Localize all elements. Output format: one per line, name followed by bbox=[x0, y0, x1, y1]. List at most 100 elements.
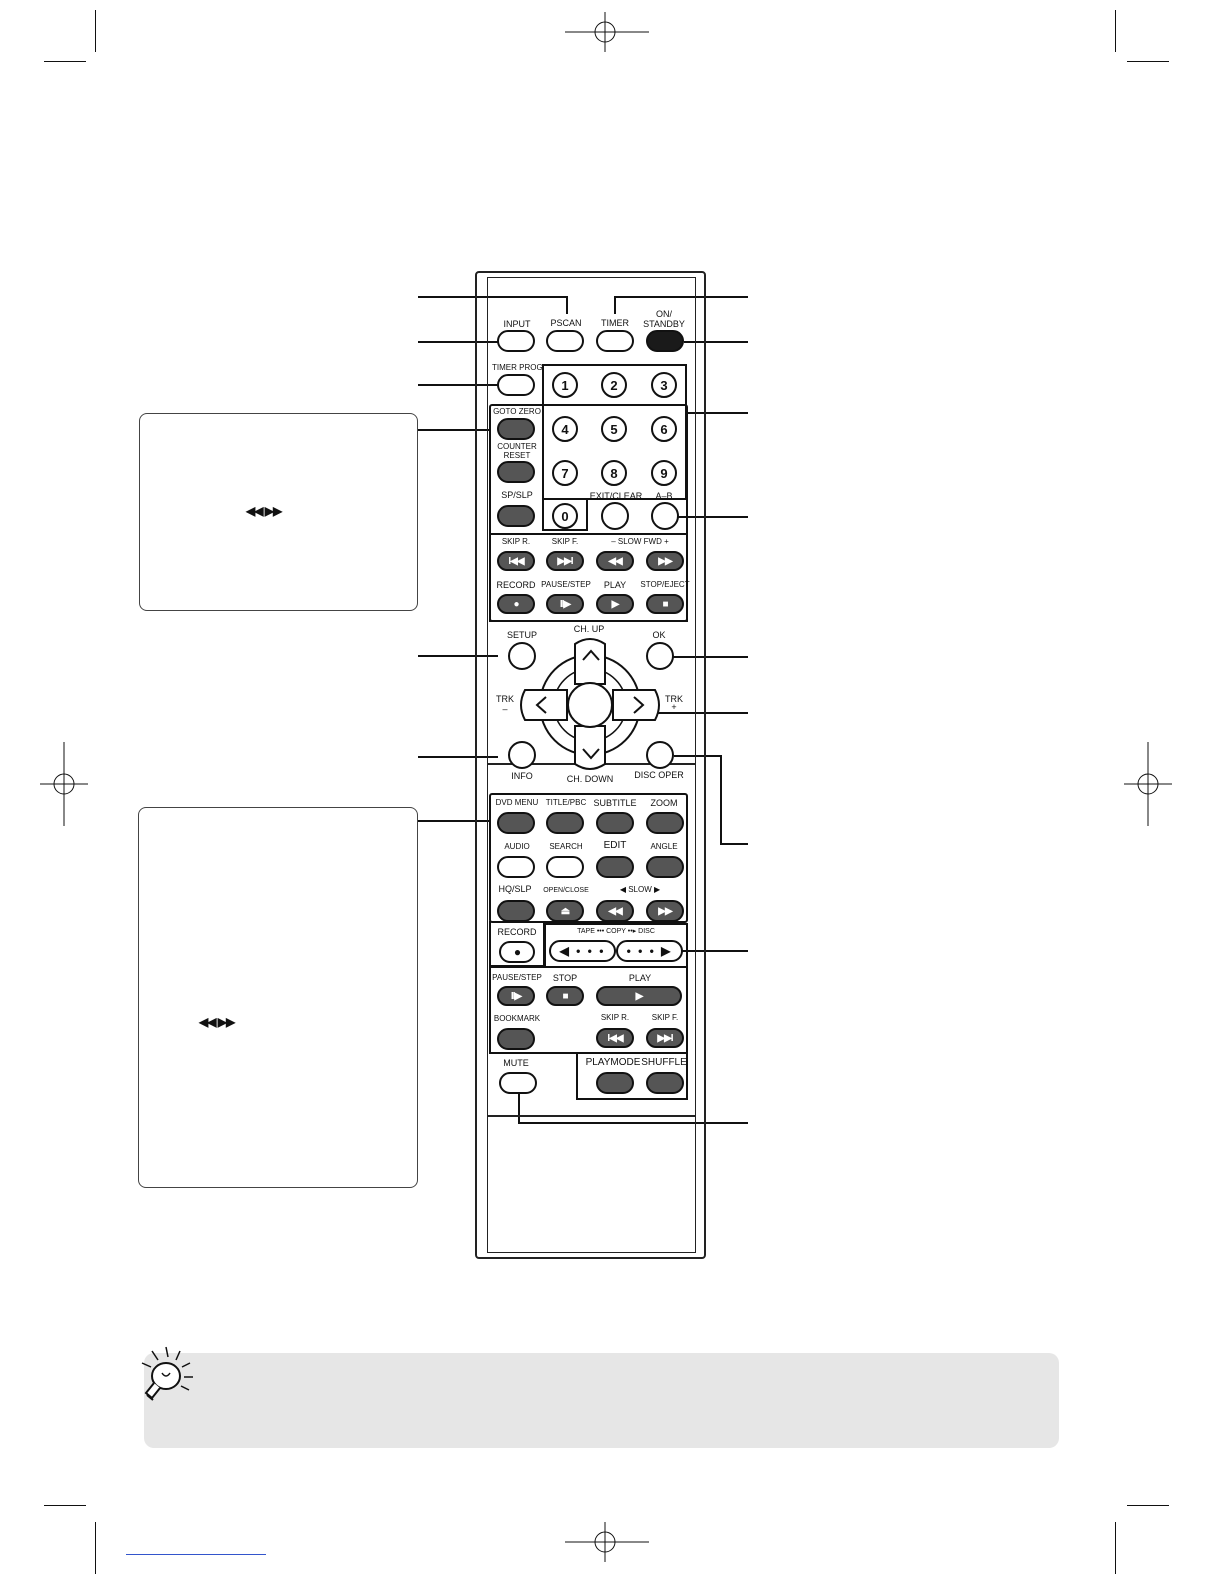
copy-tape-to-disc-right-button[interactable]: • • • ▶ bbox=[616, 940, 683, 962]
dvd-controls-frame bbox=[489, 793, 688, 923]
goto-zero-button[interactable] bbox=[497, 418, 535, 440]
rewind-icon[interactable]: ◀◀ bbox=[596, 900, 634, 922]
dvd-playmode-frame bbox=[576, 1052, 688, 1100]
eject-icon[interactable]: ⏏ bbox=[546, 900, 584, 922]
pscan-label: PSCAN bbox=[550, 318, 582, 328]
title-pbc-button[interactable] bbox=[546, 812, 584, 834]
fast-forward-icon[interactable]: ▶▶ bbox=[646, 551, 684, 571]
copy-label: TAPE ••• COPY ••▸ DISC bbox=[577, 928, 655, 935]
number-2-button[interactable]: 2 bbox=[601, 372, 627, 398]
dvd-menu-button[interactable] bbox=[497, 812, 535, 834]
exit-clear-button[interactable] bbox=[601, 502, 629, 530]
trk-minus-label-1: TRK bbox=[496, 694, 514, 704]
angle-button[interactable] bbox=[646, 856, 684, 878]
number-9-button[interactable]: 9 bbox=[651, 460, 677, 486]
chevron-up-icon[interactable] bbox=[581, 648, 601, 662]
trk-minus-label-2: – bbox=[502, 704, 508, 714]
shuffle-button[interactable] bbox=[646, 1072, 684, 1094]
zoom-label: ZOOM bbox=[650, 798, 678, 808]
pause-step-icon[interactable]: II▶ bbox=[497, 986, 535, 1006]
skip-f-label: SKIP F. bbox=[551, 537, 579, 546]
slow-fwd-label: – SLOW FWD + bbox=[611, 537, 669, 546]
zoom-button[interactable] bbox=[646, 812, 684, 834]
subtitle-button[interactable] bbox=[596, 812, 634, 834]
fast-forward-icon[interactable]: ▶▶ bbox=[646, 900, 684, 922]
number-zero-frame bbox=[542, 498, 588, 531]
hq-slp-button[interactable] bbox=[497, 900, 535, 922]
registration-mark-bottom bbox=[565, 1522, 649, 1562]
tip-note-box bbox=[144, 1353, 1059, 1448]
rewind-icon[interactable]: ◀◀ bbox=[596, 551, 634, 571]
stop-icon[interactable]: ■ bbox=[546, 986, 584, 1006]
skip-forward-icon[interactable]: ▶▶I bbox=[546, 551, 584, 571]
record-icon[interactable]: ● bbox=[497, 594, 535, 614]
input-label: INPUT bbox=[503, 319, 531, 329]
play-icon[interactable]: ▶ bbox=[596, 594, 634, 614]
record-icon[interactable]: ● bbox=[499, 941, 535, 963]
ok-label: OK bbox=[652, 630, 666, 640]
playmode-label: PLAYMODE bbox=[585, 1057, 641, 1068]
number-0-button[interactable]: 0 bbox=[552, 503, 578, 529]
number-8-button[interactable]: 8 bbox=[601, 460, 627, 486]
number-7-button[interactable]: 7 bbox=[552, 460, 578, 486]
ch-up-label: CH. UP bbox=[573, 624, 605, 634]
vcr-callout-box: ◀◀ ▶▶ bbox=[139, 413, 418, 611]
number-1-button[interactable]: 1 bbox=[552, 372, 578, 398]
stop-icon[interactable]: ■ bbox=[646, 594, 684, 614]
info-button[interactable] bbox=[508, 741, 536, 769]
number-5-button[interactable]: 5 bbox=[601, 416, 627, 442]
dvd-menu-label: DVD MENU bbox=[495, 798, 539, 807]
a-b-label: A–B bbox=[655, 491, 673, 501]
record-label: RECORD bbox=[496, 580, 536, 590]
copy-frame bbox=[544, 923, 688, 968]
registration-mark-right bbox=[1124, 742, 1172, 826]
counter-reset-label-2: RESET bbox=[503, 451, 531, 460]
timer-button[interactable] bbox=[596, 330, 634, 352]
stop-eject-label: STOP/EJECT bbox=[640, 580, 690, 589]
skip-back-icon[interactable]: I◀◀ bbox=[497, 551, 535, 571]
search-button[interactable] bbox=[546, 856, 584, 878]
play-label: PLAY bbox=[603, 580, 627, 590]
pscan-button[interactable] bbox=[546, 330, 584, 352]
hq-slp-label: HQ/SLP bbox=[498, 884, 532, 894]
dvd-callout-box: ◀◀ ▶▶ bbox=[138, 807, 418, 1188]
timer-prog-button[interactable] bbox=[497, 374, 535, 396]
play-icon[interactable]: ▶ bbox=[596, 986, 682, 1006]
slow-label: ◀ SLOW ▶ bbox=[619, 885, 661, 894]
playmode-button[interactable] bbox=[596, 1072, 634, 1094]
skip-forward-icon[interactable]: ▶▶I bbox=[646, 1028, 684, 1048]
goto-zero-label: GOTO ZERO bbox=[493, 407, 541, 416]
on-standby-button[interactable] bbox=[646, 330, 684, 352]
bookmark-button[interactable] bbox=[497, 1028, 535, 1050]
number-6-button[interactable]: 6 bbox=[651, 416, 677, 442]
lightbulb-tip-icon bbox=[141, 1346, 193, 1401]
chevron-right-icon[interactable] bbox=[632, 695, 646, 715]
setup-button[interactable] bbox=[508, 642, 536, 670]
disc-oper-button[interactable] bbox=[646, 741, 674, 769]
ok-button[interactable] bbox=[646, 642, 674, 670]
angle-label: ANGLE bbox=[650, 842, 678, 851]
dvd-play-label: PLAY bbox=[628, 973, 652, 983]
exit-clear-label: EXIT/CLEAR bbox=[589, 491, 643, 501]
pause-step-icon[interactable]: II▶ bbox=[546, 594, 584, 614]
input-button[interactable] bbox=[497, 330, 535, 352]
a-b-button[interactable] bbox=[651, 502, 679, 530]
mute-button[interactable] bbox=[499, 1072, 537, 1094]
sp-slp-button[interactable] bbox=[497, 505, 535, 527]
disc-oper-label: DISC OPER bbox=[634, 770, 684, 780]
chevron-left-icon[interactable] bbox=[534, 695, 548, 715]
skip-r-label: SKIP R. bbox=[501, 537, 531, 546]
edit-button[interactable] bbox=[596, 856, 634, 878]
counter-reset-button[interactable] bbox=[497, 461, 535, 483]
trk-plus-label-1: TRK bbox=[665, 694, 683, 704]
registration-mark-top bbox=[565, 12, 649, 52]
trk-plus-label-2: + bbox=[671, 702, 677, 712]
audio-button[interactable] bbox=[497, 856, 535, 878]
sp-slp-label: SP/SLP bbox=[501, 490, 533, 500]
number-4-button[interactable]: 4 bbox=[552, 416, 578, 442]
skip-back-icon[interactable]: I◀◀ bbox=[596, 1028, 634, 1048]
number-3-button[interactable]: 3 bbox=[651, 372, 677, 398]
copy-tape-to-disc-left-button[interactable]: ◀ • • • bbox=[549, 940, 616, 962]
chevron-down-icon[interactable] bbox=[581, 747, 601, 761]
rewind-ff-icons: ◀◀ ▶▶ bbox=[199, 1015, 235, 1029]
